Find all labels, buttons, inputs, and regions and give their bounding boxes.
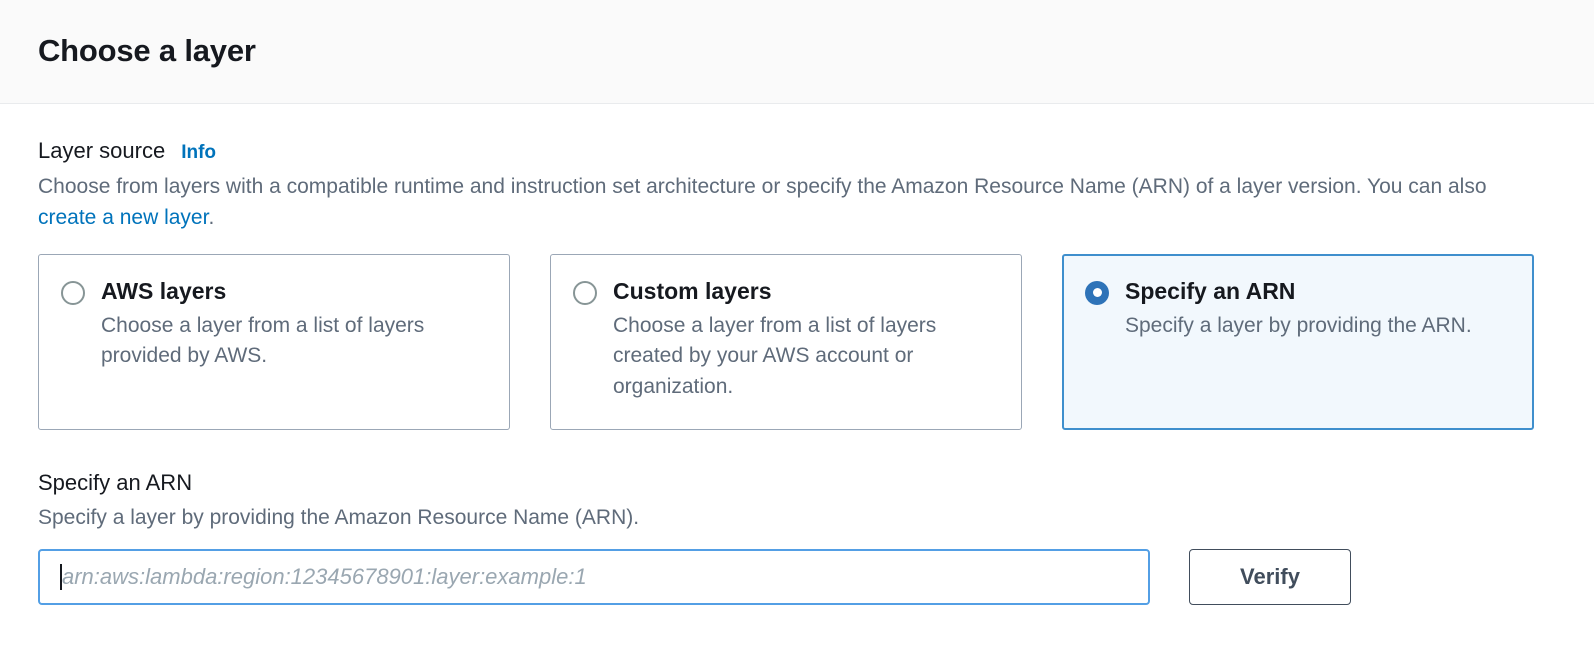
radio-tile-description: Choose a layer from a list of layers cre… [613, 313, 937, 398]
layer-source-description: Choose from layers with a compatible run… [38, 171, 1538, 234]
radio-tile-title: AWS layers [101, 277, 227, 304]
arn-input-row: arn:aws:lambda:region:12345678901:layer:… [38, 548, 1556, 605]
panel-body: Layer source Info Choose from layers wit… [0, 104, 1594, 666]
radio-icon-custom-layers[interactable] [573, 280, 597, 305]
create-a-new-layer-link[interactable]: create a new layer [38, 206, 209, 230]
arn-input-placeholder: arn:aws:lambda:region:12345678901:layer:… [62, 563, 587, 589]
radio-tile-text: AWS layers Choose a layer from a list of… [101, 277, 471, 429]
layer-source-description-suffix: . [208, 206, 215, 230]
arn-section-description: Specify a layer by providing the Amazon … [38, 506, 640, 530]
layer-source-radio-group: AWS layers Choose a layer from a list of… [38, 253, 1556, 430]
radio-tile-specify-an-arn[interactable]: Specify an ARN Specify a layer by provid… [1062, 253, 1534, 430]
info-link[interactable]: Info [181, 142, 217, 163]
panel-header: Choose a layer [0, 0, 1594, 104]
page-title: Choose a layer [38, 33, 256, 69]
layer-source-description-text: Choose from layers with a compatible run… [38, 174, 1487, 198]
radio-tile-text: Specify an ARN Specify a layer by provid… [1125, 277, 1472, 428]
radio-tile-title: Specify an ARN [1125, 277, 1296, 304]
radio-tile-title: Custom layers [613, 277, 772, 304]
arn-input[interactable]: arn:aws:lambda:region:12345678901:layer:… [38, 548, 1150, 605]
radio-tile-description: Choose a layer from a list of layers pro… [101, 313, 425, 368]
radio-icon-aws-layers[interactable] [61, 280, 85, 305]
radio-tile-aws-layers[interactable]: AWS layers Choose a layer from a list of… [38, 253, 510, 430]
radio-icon-specify-an-arn[interactable] [1085, 280, 1109, 305]
radio-tile-custom-layers[interactable]: Custom layers Choose a layer from a list… [550, 253, 1022, 430]
arn-section-label: Specify an ARN [38, 469, 193, 495]
radio-tile-text: Custom layers Choose a layer from a list… [613, 277, 983, 429]
layer-source-label: Layer source [38, 138, 166, 163]
radio-tile-description: Specify a layer by providing the ARN. [1125, 313, 1472, 337]
radio-dot [1092, 288, 1102, 298]
layer-source-label-row: Layer source Info [38, 138, 1556, 165]
text-caret [60, 563, 62, 590]
verify-button[interactable]: Verify [1189, 548, 1351, 605]
